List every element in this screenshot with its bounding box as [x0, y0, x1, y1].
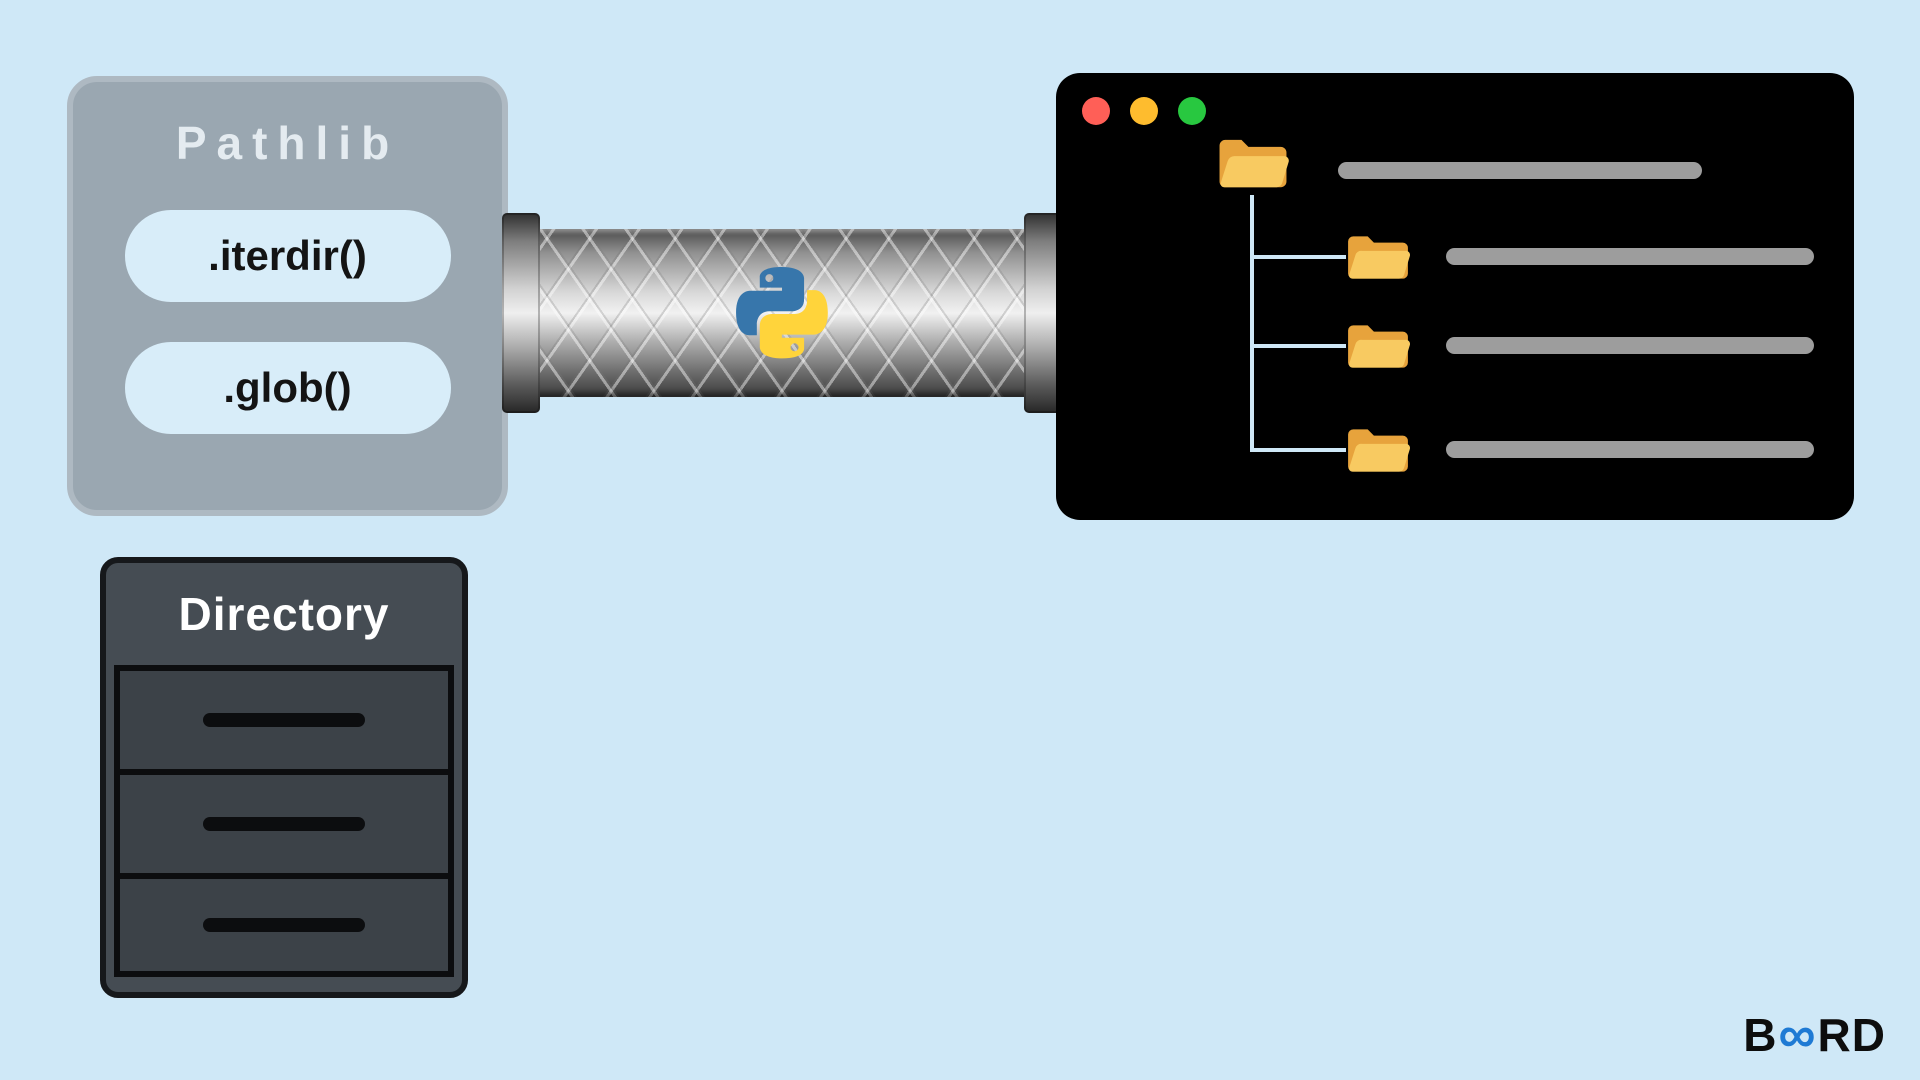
terminal-window [1056, 73, 1854, 520]
method-pill-glob: .glob() [124, 342, 451, 434]
board-logo-prefix: B [1743, 1009, 1778, 1061]
tree-connector-branch [1250, 344, 1346, 348]
python-logo-icon [736, 267, 828, 359]
board-logo: B ∞ RD [1743, 1008, 1886, 1062]
cabinet-title: Directory [178, 588, 390, 640]
file-label-bar [1446, 441, 1814, 458]
pathlib-card: Pathlib .iterdir() .glob() [67, 76, 508, 516]
drawer-handle [203, 918, 365, 932]
folder-icon [1345, 319, 1411, 373]
file-label-bar [1338, 162, 1702, 179]
folder-icon [1216, 133, 1290, 193]
drawer-handle [203, 817, 365, 831]
tree-connector-branch [1250, 448, 1346, 452]
cabinet-drawer [114, 873, 454, 977]
maximize-button-icon [1178, 97, 1206, 125]
pipe-flange-left [502, 213, 540, 413]
method-pill-iterdir: .iterdir() [124, 210, 451, 302]
directory-cabinet: Directory [100, 557, 468, 998]
file-label-bar [1446, 337, 1814, 354]
file-label-bar [1446, 248, 1814, 265]
board-logo-suffix: RD [1817, 1009, 1886, 1061]
drawer-handle [203, 713, 365, 727]
infinity-icon: ∞ [1778, 1006, 1817, 1064]
cabinet-drawer [114, 769, 454, 873]
folder-icon [1345, 423, 1411, 477]
cabinet-drawer [114, 665, 454, 769]
minimize-button-icon [1130, 97, 1158, 125]
folder-icon [1345, 230, 1411, 284]
pathlib-card-title: Pathlib [175, 117, 400, 169]
close-button-icon [1082, 97, 1110, 125]
tree-connector-branch [1250, 255, 1346, 259]
pipe-flange-right [1024, 213, 1062, 413]
pipe-body [534, 229, 1030, 397]
traffic-lights [1082, 97, 1206, 125]
tree-connector-vertical [1250, 195, 1254, 452]
pipe-connector [502, 213, 1062, 413]
